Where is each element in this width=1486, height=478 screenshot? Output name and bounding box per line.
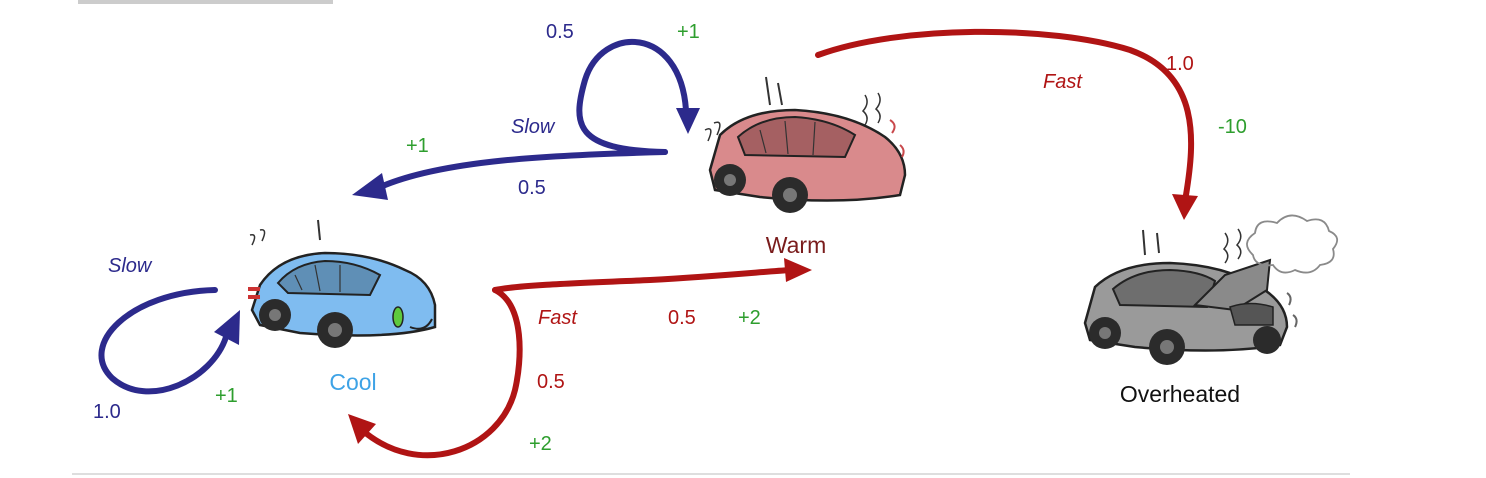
reward-label-cool-slow-self: +1 — [215, 385, 238, 407]
cool-fast-self-loop-arrowhead — [348, 414, 376, 444]
overheated-car-icon — [1083, 214, 1339, 365]
action-label-warm-fast: Fast — [1043, 71, 1083, 93]
action-label-warm-slow: Slow — [511, 116, 556, 138]
warm-to-overheated-fast-arrow — [815, 28, 1195, 198]
cool-slow-self-loop-arrow — [98, 287, 229, 395]
warm-to-cool-slow-arrowhead — [352, 173, 388, 200]
cool-slow-self-loop-arrowhead — [214, 310, 240, 345]
prob-label-warm-fast-overheated: 1.0 — [1166, 53, 1194, 75]
prob-label-cool-fast-warm: 0.5 — [668, 307, 696, 329]
reward-label-cool-fast-warm: +2 — [738, 307, 761, 329]
top-clipped-text — [78, 0, 333, 4]
reward-label-cool-fast-self: +2 — [529, 433, 552, 455]
reward-label-warm-slow-cool: +1 — [406, 135, 429, 157]
action-label-cool-slow: Slow — [108, 255, 153, 277]
warm-to-cool-slow-arrow — [375, 149, 668, 191]
cool-to-warm-fast-arrow — [492, 267, 793, 293]
state-label-cool: Cool — [329, 369, 376, 395]
prob-label-cool-fast-self: 0.5 — [537, 371, 565, 393]
action-label-cool-fast: Fast — [538, 307, 578, 329]
state-label-overheated: Overheated — [1120, 381, 1240, 407]
reward-label-warm-slow-self: +1 — [677, 21, 700, 43]
warm-car-icon — [704, 76, 907, 213]
reward-label-warm-fast-overheated: -10 — [1218, 116, 1247, 138]
cool-car-icon — [248, 219, 437, 348]
prob-label-warm-slow-self: 0.5 — [546, 21, 574, 43]
warm-slow-self-loop-arrowhead — [676, 108, 700, 134]
cool-fast-self-loop-arrow — [359, 287, 523, 459]
prob-label-cool-slow-self: 1.0 — [93, 401, 121, 423]
prob-label-warm-slow-cool: 0.5 — [518, 177, 546, 199]
warm-slow-self-loop-arrow — [576, 38, 689, 155]
cool-to-warm-fast-arrowhead — [784, 258, 812, 282]
state-label-warm: Warm — [766, 232, 826, 258]
warm-to-overheated-fast-arrowhead — [1172, 194, 1198, 220]
